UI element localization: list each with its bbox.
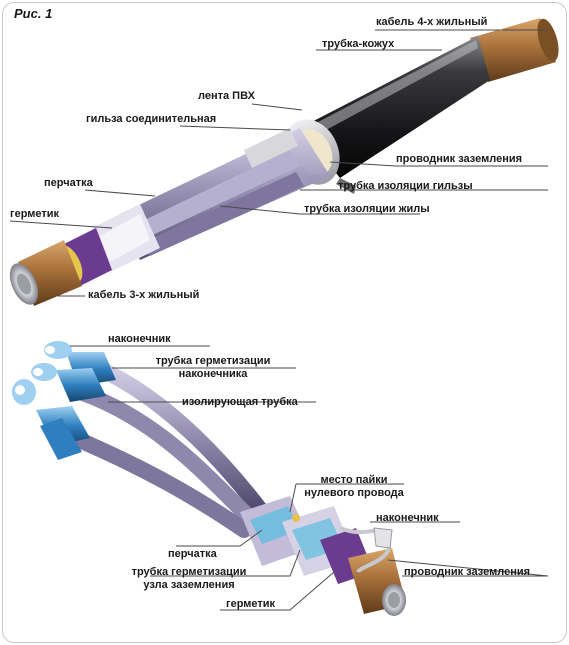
top-core-tube	[132, 150, 300, 240]
label-lug-seal-tube-line1: трубка герметизации	[155, 355, 271, 367]
label-lug-seal-tube: трубка герметизации наконечника	[138, 355, 288, 381]
top-connecting-sleeve	[244, 128, 298, 168]
label-pvc-tape: лента ПВХ	[198, 90, 255, 102]
label-glove-bottom: перчатка	[168, 548, 217, 560]
label-ground-conductor-top: проводник заземления	[396, 153, 523, 165]
label-neutral-solder-line2: нулевого провода	[304, 487, 404, 499]
label-lug-right: наконечник	[376, 512, 439, 524]
label-sleeve-insulation-tube: трубка изоляции гильзы	[338, 180, 473, 192]
label-ground-conductor-bottom: проводник заземления	[404, 566, 531, 578]
label-ground-seal-tube: трубка герметизации узла заземления	[118, 566, 260, 592]
figure-label: Рис. 1	[14, 6, 53, 21]
bottom-lug-2	[31, 363, 106, 402]
bottom-cable	[348, 548, 406, 616]
bottom-core-1	[90, 360, 270, 520]
label-sealant-bottom: герметик	[226, 598, 276, 610]
label-connecting-sleeve: гильза соединительная	[86, 113, 217, 125]
label-cable-4core: кабель 4-х жильный	[376, 16, 488, 28]
label-cable-3core: кабель 3-х жильный	[88, 289, 200, 301]
top-leader-lines	[9, 29, 548, 297]
bottom-assembly	[12, 341, 406, 616]
top-assembly	[9, 18, 559, 306]
label-sealant-top: герметик	[10, 208, 60, 220]
label-lug-top: наконечник	[108, 333, 171, 345]
label-ground-seal-tube-line1: трубка герметизации	[131, 566, 247, 578]
bottom-leader-lines	[70, 345, 549, 611]
bottom-lug-3	[12, 379, 90, 460]
label-ground-seal-tube-line2: узла заземления	[143, 579, 235, 591]
bottom-core-3	[62, 428, 252, 538]
top-cable-4core	[470, 18, 559, 82]
label-core-insulation-tube: трубка изоляции жилы	[304, 203, 430, 215]
label-shell-tube: трубка-кожух	[322, 38, 395, 50]
top-cable-3core	[9, 240, 82, 306]
label-lug-seal-tube-line2: наконечника	[178, 368, 248, 380]
label-neutral-solder: место пайки нулевого провода	[300, 474, 408, 500]
bottom-solder-point	[292, 514, 300, 522]
label-neutral-solder-line1: место пайки	[320, 474, 388, 486]
top-shell-tube	[300, 36, 490, 178]
bottom-core-2	[72, 384, 260, 528]
label-insulating-tube: изолирующая трубка	[182, 396, 298, 408]
label-glove-top: перчатка	[44, 177, 93, 189]
